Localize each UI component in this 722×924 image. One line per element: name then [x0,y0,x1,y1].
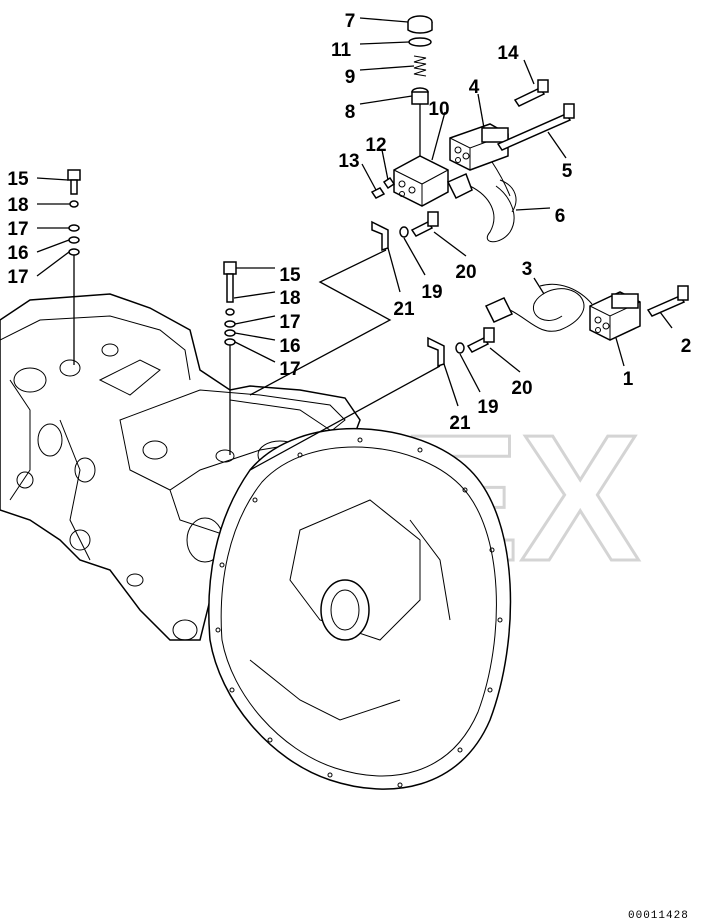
callout-8: 8 [345,102,356,123]
callout-9: 9 [345,67,356,88]
solenoid-upper [446,59,575,243]
bracket-upper [249,211,467,396]
callout-17: 17 [7,267,28,288]
callout-15: 15 [279,265,301,286]
callout-20: 20 [511,378,532,399]
bolt-stack-left [36,169,81,365]
callout-21: 21 [393,299,415,320]
flywheel-housing [208,427,512,790]
callout-17: 17 [279,359,300,380]
callout-16: 16 [279,336,300,357]
callout-4: 4 [469,77,480,98]
callout-10: 10 [428,99,449,120]
callout-20: 20 [455,262,476,283]
callout-1: 1 [623,369,634,390]
callout-12: 12 [365,135,386,156]
callout-17: 17 [279,312,300,333]
callout-18: 18 [7,195,28,216]
callout-13: 13 [338,151,359,172]
callout-19: 19 [477,397,498,418]
callout-7: 7 [345,11,356,32]
drawing-code: 00011428 [628,910,689,922]
callout-21: 21 [449,413,471,434]
callout-18: 18 [279,288,300,309]
callout-5: 5 [562,161,573,182]
callout-16: 16 [7,243,28,264]
callout-19: 19 [421,282,442,303]
bolt-stack-center [223,261,276,455]
solenoid-lower [484,277,689,367]
callout-15: 15 [7,169,29,190]
callout-14: 14 [497,43,519,64]
callout-11: 11 [331,40,352,61]
callout-2: 2 [681,336,692,357]
callout-17: 17 [7,219,28,240]
bracket-lower [249,327,521,471]
callout-3: 3 [522,259,533,280]
valve-assembly [359,15,449,207]
callout-6: 6 [555,206,566,227]
